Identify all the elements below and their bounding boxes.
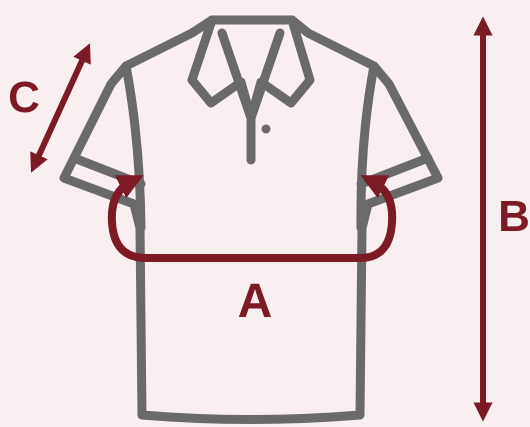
label-b: B bbox=[498, 192, 530, 241]
right-cuff-line bbox=[361, 158, 428, 184]
shirt-body-outline bbox=[64, 20, 438, 420]
collar-button bbox=[262, 125, 271, 134]
polo-shirt-icon bbox=[64, 20, 438, 420]
label-c: C bbox=[8, 73, 40, 122]
collar-outline bbox=[192, 20, 310, 118]
label-a: A bbox=[238, 275, 273, 328]
chest-measurement-arrow bbox=[112, 181, 392, 258]
